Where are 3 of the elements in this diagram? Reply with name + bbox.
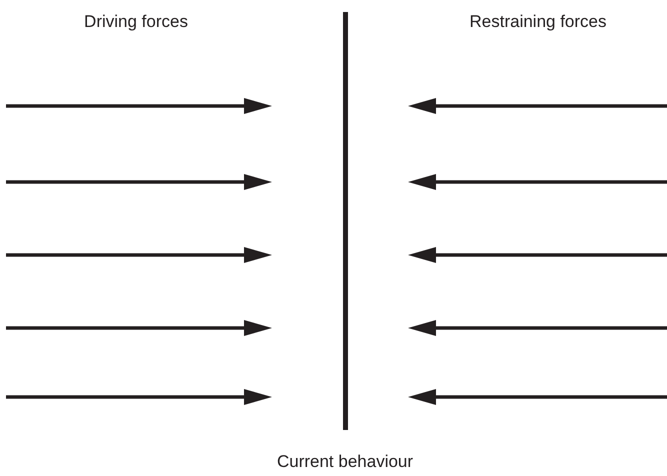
heading-label: Driving forces (84, 12, 188, 32)
heading-label: Current behaviour (276, 452, 414, 472)
heading-label: Restraining forces (470, 12, 606, 32)
